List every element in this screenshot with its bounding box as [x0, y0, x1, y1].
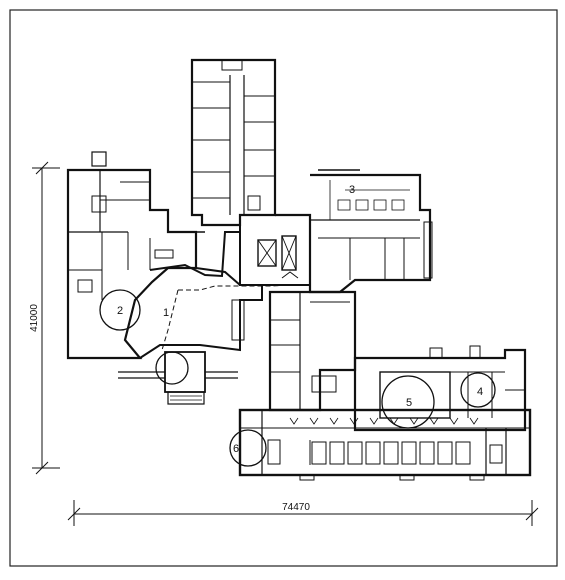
- height-dimension-label: 41000: [29, 304, 40, 332]
- marker-4-label: 4: [477, 386, 483, 398]
- marker-5-label: 5: [406, 397, 412, 409]
- marker-2-label: 2: [117, 305, 123, 317]
- south-connector: [268, 290, 357, 412]
- marker-5-circle: [381, 375, 435, 429]
- marker-entrance-circle: [155, 351, 189, 385]
- marker-4-circle: [460, 372, 496, 408]
- central-hall: [139, 224, 291, 359]
- marker-1-label: 1: [163, 307, 169, 319]
- north-wing: [190, 58, 277, 227]
- drawing-border: [9, 9, 558, 567]
- marker-3-label: 3: [349, 184, 355, 196]
- central-core: [239, 214, 311, 286]
- southeast-block: [353, 345, 527, 432]
- width-dimension-label: 74470: [282, 502, 310, 513]
- west-wing: [66, 151, 198, 360]
- east-wing: [275, 169, 433, 294]
- marker-2-circle: [99, 289, 141, 331]
- marker-circles: [99, 289, 496, 467]
- marker-6-label: 6: [233, 443, 239, 455]
- marker-6-circle: [229, 429, 267, 467]
- entrance-porch: [118, 351, 238, 405]
- dimension-lines: [32, 161, 539, 526]
- south-wing: [238, 408, 532, 481]
